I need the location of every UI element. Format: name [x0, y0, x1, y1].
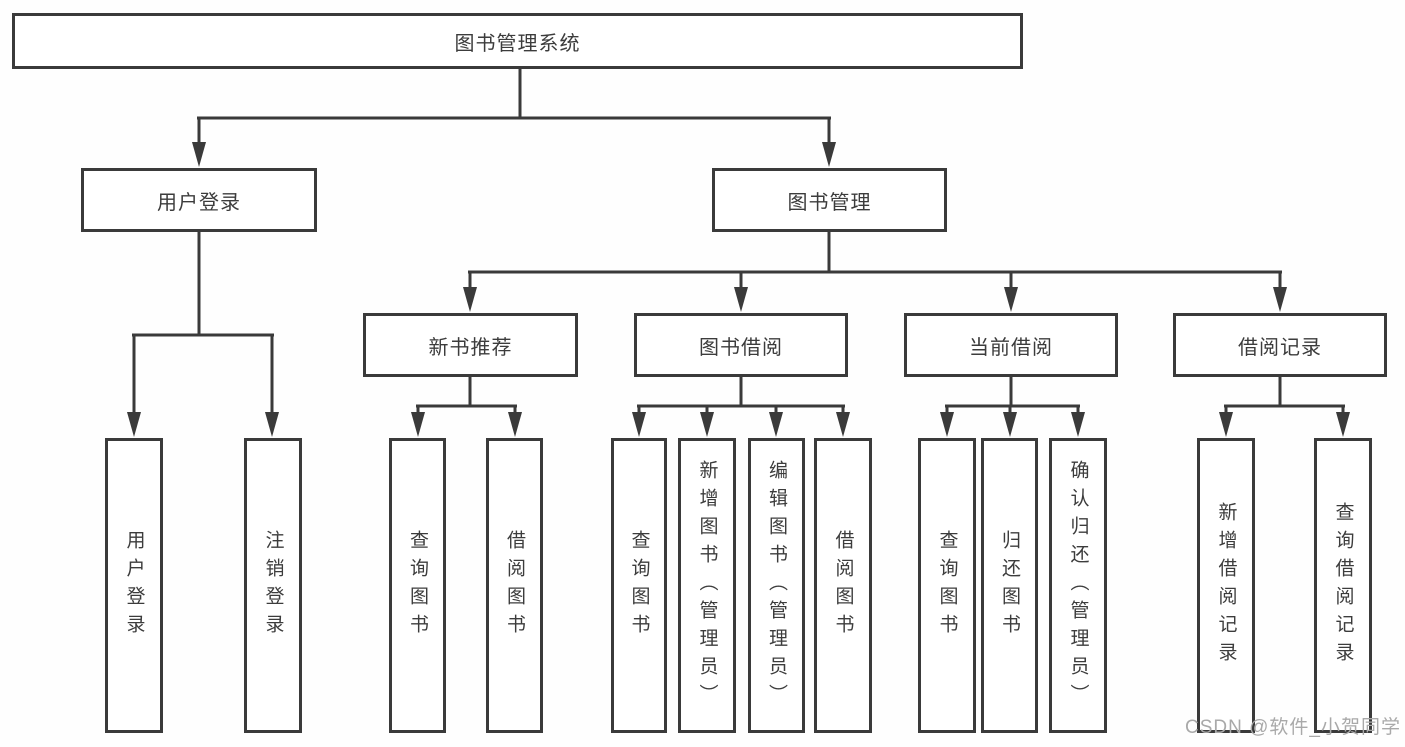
leaf-add-borrow-record-label: 新增借阅记录: [1215, 501, 1237, 670]
csdn-watermark: CSDN @软件_小贺同学: [1185, 717, 1401, 738]
connector-user-login-to-leaves: [127, 231, 279, 437]
node-new-book-recommend: 新书推荐: [363, 313, 578, 377]
leaf-return-books-label: 归还图书: [999, 529, 1020, 642]
leaf-borrow-books-recommend: 借阅图书: [486, 438, 543, 733]
leaf-query-books-borrowing: 查询图书: [611, 438, 667, 733]
node-book-management-label: 图书管理: [787, 191, 872, 214]
connector-new-book-recommend-to-leaves: [411, 375, 522, 437]
leaf-return-books: 归还图书: [981, 438, 1038, 733]
connector-root-to-level1: [192, 67, 836, 167]
node-new-book-recommend-label: 新书推荐: [428, 336, 513, 359]
leaf-user-login-label: 用户登录: [123, 529, 145, 642]
node-book-management: 图书管理: [712, 168, 947, 232]
node-root: 图书管理系统: [12, 13, 1023, 69]
leaf-logout: 注销登录: [244, 438, 302, 733]
leaf-add-books-admin: 新增图书（管理员）: [678, 438, 736, 733]
leaf-query-borrow-record-label: 查询借阅记录: [1332, 501, 1354, 670]
node-user-login: 用户登录: [81, 168, 317, 232]
node-current-borrowing: 当前借阅: [904, 313, 1118, 377]
leaf-logout-label: 注销登录: [262, 529, 284, 642]
node-root-label: 图书管理系统: [454, 32, 581, 55]
leaf-confirm-return-admin: 确认归还（管理员）: [1049, 438, 1107, 733]
connector-current-borrowing-to-leaves: [940, 375, 1085, 437]
leaf-add-borrow-record: 新增借阅记录: [1197, 438, 1255, 733]
leaf-user-login: 用户登录: [105, 438, 163, 733]
leaf-borrow-books-borrowing: 借阅图书: [814, 438, 872, 733]
leaf-add-books-admin-label: 新增图书（管理员）: [696, 459, 718, 712]
connector-borrowing-records-to-leaves: [1219, 375, 1350, 437]
node-book-borrowing-label: 图书借阅: [699, 336, 783, 359]
node-book-borrowing: 图书借阅: [634, 313, 848, 377]
node-current-borrowing-label: 当前借阅: [969, 336, 1053, 359]
connector-book-borrowing-to-leaves: [632, 375, 850, 437]
leaf-query-books-borrowing-label: 查询图书: [628, 529, 650, 642]
leaf-query-books-recommend: 查询图书: [389, 438, 446, 733]
leaf-query-books-current-label: 查询图书: [936, 529, 958, 642]
leaf-query-books-current: 查询图书: [918, 438, 976, 733]
leaf-query-borrow-record: 查询借阅记录: [1314, 438, 1372, 733]
leaf-edit-books-admin-label: 编辑图书（管理员）: [766, 459, 787, 712]
leaf-borrow-books-borrowing-label: 借阅图书: [832, 529, 854, 642]
node-borrowing-records: 借阅记录: [1173, 313, 1387, 377]
node-borrowing-records-label: 借阅记录: [1238, 336, 1322, 359]
leaf-query-books-recommend-label: 查询图书: [407, 529, 428, 642]
leaf-borrow-books-recommend-label: 借阅图书: [504, 529, 525, 642]
connector-book-management-to-level2: [463, 231, 1287, 312]
leaf-confirm-return-admin-label: 确认归还（管理员）: [1067, 459, 1089, 712]
node-user-login-label: 用户登录: [157, 191, 241, 214]
leaf-edit-books-admin: 编辑图书（管理员）: [748, 438, 805, 733]
